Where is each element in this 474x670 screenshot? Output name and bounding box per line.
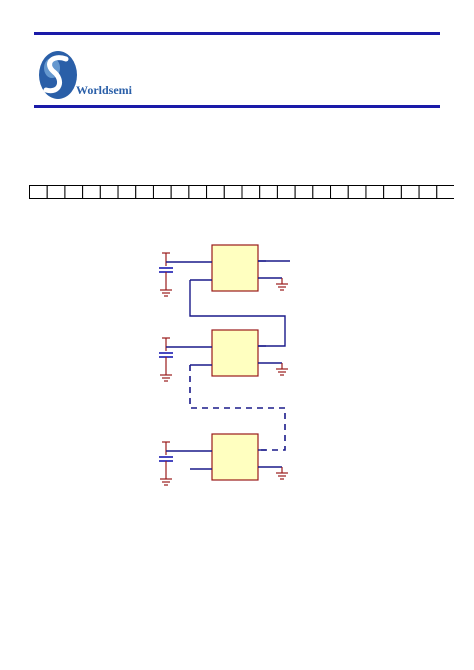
bit-cell xyxy=(170,185,190,199)
bit-cell xyxy=(330,185,349,199)
bit-cell xyxy=(206,185,225,199)
header-top-rule xyxy=(34,32,440,35)
bit-cell xyxy=(223,185,243,199)
bit-cell xyxy=(135,185,154,199)
worldsemi-logo xyxy=(39,51,77,99)
circuit-stage xyxy=(159,244,288,297)
led-chip xyxy=(211,433,259,481)
bit-cell xyxy=(29,185,48,199)
bit-cell xyxy=(117,185,137,199)
bit-cell xyxy=(418,185,438,199)
bit-cell xyxy=(347,185,367,199)
circuit-stage xyxy=(159,329,288,382)
bit-cell xyxy=(152,185,172,199)
bit-cell xyxy=(365,185,385,199)
bit-cell xyxy=(241,185,261,199)
bit-cell xyxy=(400,185,420,199)
bit-cell xyxy=(82,185,101,199)
header-bottom-rule xyxy=(34,105,440,108)
bit-cell xyxy=(312,185,332,199)
bit-cell xyxy=(259,185,278,199)
data-link-dashed xyxy=(189,365,286,451)
bit-cell xyxy=(276,185,296,199)
data-link-1-2-return xyxy=(189,280,286,347)
led-chip xyxy=(211,329,259,377)
logo-s-mark xyxy=(43,55,69,94)
brand-name: Worldsemi xyxy=(76,83,132,97)
bit-cell xyxy=(436,185,454,199)
bit-cell xyxy=(383,185,402,199)
cascade-circuit-diagram xyxy=(159,244,290,486)
bit-cell xyxy=(188,185,208,199)
circuit-stage xyxy=(159,433,288,486)
bit-cell xyxy=(99,185,119,199)
bit-cell xyxy=(64,185,84,199)
bit-cell xyxy=(46,185,66,199)
led-chip xyxy=(211,244,259,292)
bit-cell xyxy=(294,185,314,199)
bit-cell-strip xyxy=(29,185,454,199)
